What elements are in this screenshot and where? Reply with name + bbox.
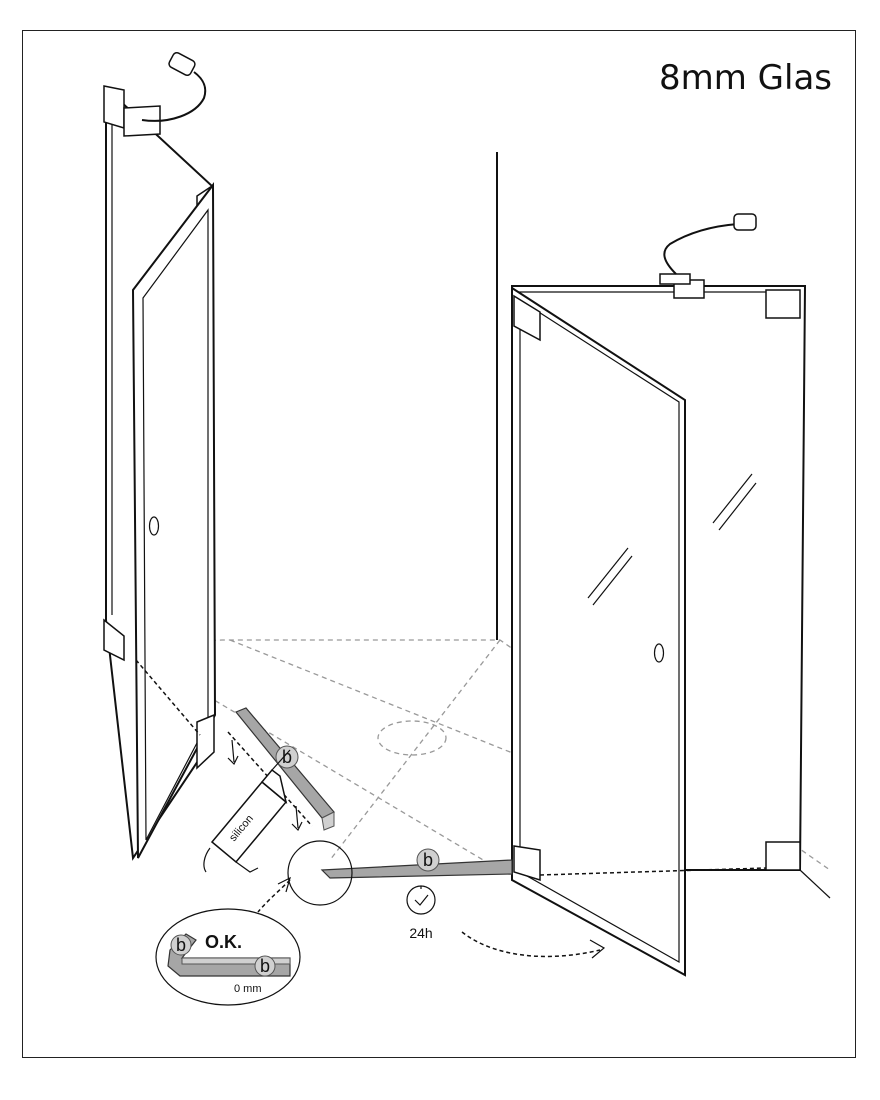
cure-time-label: 24h — [409, 925, 432, 941]
detail-ok-label: O.K. — [205, 932, 242, 952]
detail-gap-label: 0 mm — [234, 983, 262, 995]
detail-marker-corner: b — [176, 935, 186, 955]
left-bottom-guide — [135, 659, 201, 736]
seal-marker-floor: b — [423, 850, 433, 870]
left-glass-door — [131, 182, 217, 859]
corner-detail-callout — [257, 840, 353, 913]
right-stabilizer-bar — [659, 213, 757, 299]
diagram-title: 8mm Glas — [658, 58, 832, 98]
clock-icon — [406, 885, 436, 915]
diagram-frame — [22, 30, 856, 1058]
door-handle-right — [653, 643, 665, 663]
right-glass-door — [511, 286, 757, 977]
door-bottom-guide — [539, 867, 767, 876]
corner-detail-view: b b O.K. 0 mm — [155, 908, 301, 1006]
swing-arrow-icon — [461, 931, 606, 959]
wall-corner — [496, 152, 831, 899]
door-handle-left — [148, 516, 160, 536]
left-stabilizer-bar — [123, 51, 207, 137]
detail-marker-edge: b — [260, 956, 270, 976]
seal-marker-vertical: b — [282, 747, 292, 767]
sealant-tube-icon: silicon — [203, 749, 291, 873]
vertical-seal-strip: b — [227, 707, 335, 832]
bottom-seal-strip: b — [320, 848, 513, 879]
